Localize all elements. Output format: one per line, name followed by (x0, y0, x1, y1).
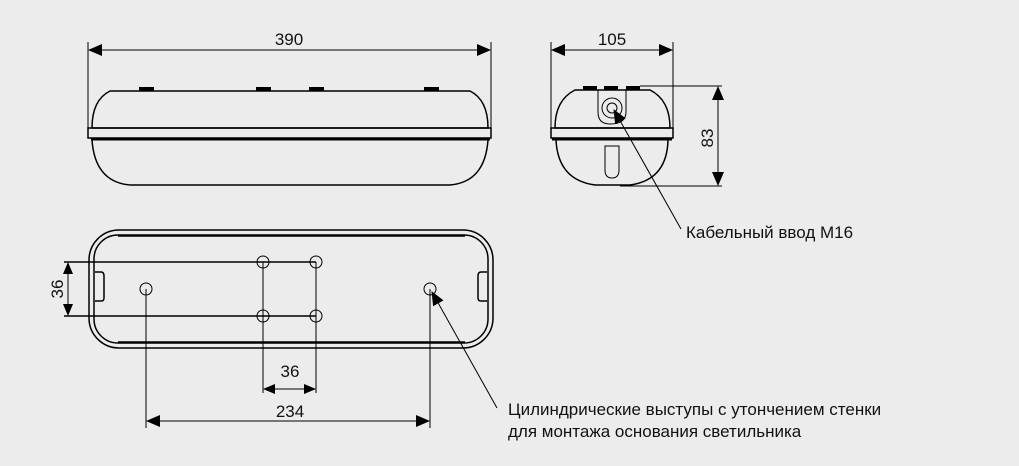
front-diffuser (91, 139, 489, 186)
front-view: 390 (87, 30, 492, 186)
base-outer-outline (88, 229, 494, 349)
side-cover-top (554, 89, 671, 129)
cable-entry-leader (613, 109, 682, 230)
front-width-label: 390 (275, 30, 303, 49)
bottom-view: 36 36 234 (48, 229, 498, 428)
cable-entry-label: Кабельный ввод М16 (686, 223, 853, 242)
mounting-spacing-label: 234 (276, 402, 304, 421)
side-clip (583, 86, 597, 90)
cable-gland-outer (601, 97, 623, 119)
base-end-tab-right (477, 271, 487, 302)
side-slot (604, 145, 620, 179)
side-width-label: 105 (598, 30, 626, 49)
side-height-label: 83 (698, 129, 717, 148)
front-clip (309, 87, 324, 91)
cable-gland-inner (606, 102, 618, 114)
front-middle-band (87, 127, 492, 139)
side-view: 105 83 (550, 30, 724, 230)
side-middle-band (550, 127, 674, 139)
mounting-note-line2: для монтажа основания светильника (508, 422, 802, 441)
front-clip (424, 87, 439, 91)
base-end-tab-left (95, 271, 105, 302)
mounting-leader (431, 291, 498, 409)
front-cover-top (91, 90, 489, 129)
side-diffuser (555, 139, 669, 186)
front-clip (139, 87, 154, 91)
vertical-spacing-label: 36 (48, 280, 67, 299)
side-clip (626, 86, 640, 90)
front-clip (256, 87, 271, 91)
side-clip (604, 86, 618, 90)
mounting-note-line1: Цилиндрические выступы с утончением стен… (508, 400, 881, 419)
horizontal-spacing-label: 36 (281, 362, 300, 381)
base-inner-outline (93, 234, 489, 344)
